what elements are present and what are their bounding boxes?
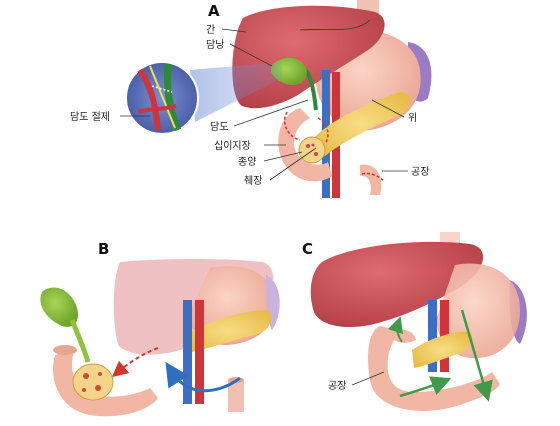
- label-gallbladder: 담낭: [206, 39, 224, 51]
- panel-b: B: [40, 240, 280, 417]
- vein-c: [428, 300, 437, 372]
- vein-b: [183, 300, 192, 404]
- pancreas-c: [412, 331, 473, 368]
- label-stomach: 위: [408, 111, 417, 124]
- pancreas-remaining: [185, 310, 272, 352]
- resection-line-duodenum: [283, 111, 301, 141]
- flow-arrow-stomach: [460, 309, 493, 402]
- panel-b-letter: B: [98, 240, 109, 258]
- removed-gallbladder: [40, 287, 79, 327]
- label-jejunum-a: 공장: [411, 166, 429, 178]
- label-bile-duct: 담도: [210, 121, 228, 133]
- jejunum-shape: [360, 164, 382, 195]
- pancreas-shape: [312, 92, 411, 156]
- label-jejunum-c: 공장: [328, 380, 346, 392]
- flow-arrow-pancreas: [387, 316, 404, 343]
- liver-c: [310, 241, 484, 328]
- tumor-shape: [298, 136, 326, 164]
- label-duodenum: 십이지장: [214, 140, 251, 152]
- panel-c-letter: C: [302, 240, 313, 258]
- jejunum-stump: [228, 380, 244, 412]
- panel-c: C 공장: [302, 232, 527, 412]
- resection-line-jejunum: [361, 172, 384, 181]
- jejunum-c: [368, 326, 500, 412]
- panel-a-letter: A: [208, 2, 220, 20]
- artery-b: [195, 300, 204, 404]
- label-liver: 간: [206, 24, 215, 36]
- zoom-beam: [190, 62, 282, 122]
- duodenum-shape: [278, 108, 332, 182]
- label-bile-duct-resection: 담도 절제: [70, 110, 110, 123]
- jejunum-move-arrow: [165, 361, 241, 393]
- label-tumor: 종양: [238, 156, 256, 168]
- label-pancreas: 췌장: [244, 175, 262, 187]
- flow-arrow-bile: [399, 376, 452, 398]
- panel-a: A 간 담낭 담도 절제 담도 십이지장 종양 췌장 위 공장: [70, 0, 432, 198]
- removed-tumor: [72, 363, 114, 401]
- removed-duodenum: [53, 350, 158, 417]
- resection-line-pancreas: [317, 117, 329, 143]
- liver-fissure: [299, 19, 371, 31]
- bile-duct-shape: [304, 68, 318, 111]
- removal-arrow: [111, 347, 159, 378]
